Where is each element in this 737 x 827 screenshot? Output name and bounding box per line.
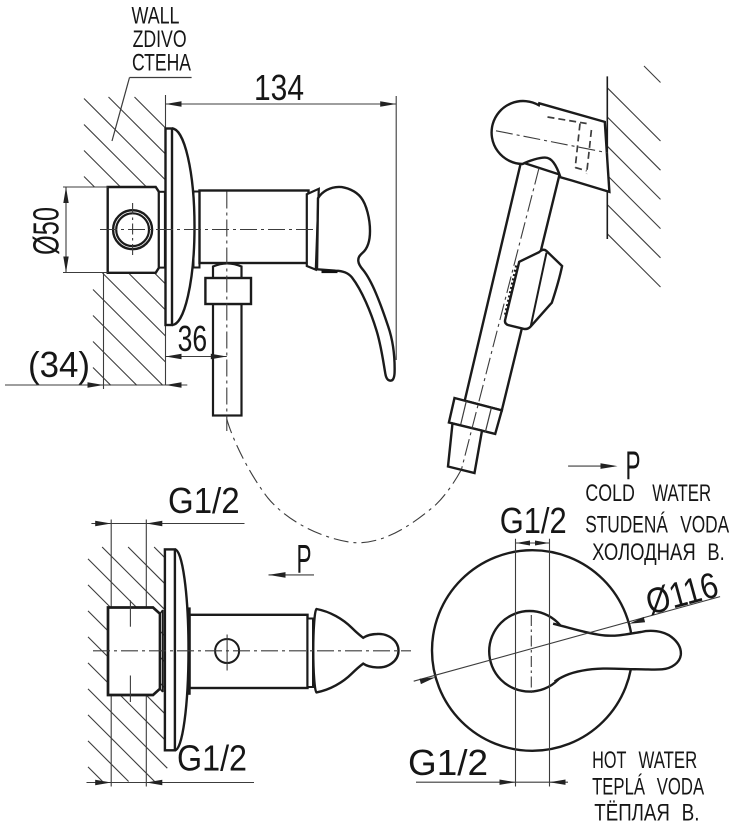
svg-text:G1/2: G1/2 [168,480,240,521]
svg-text:COLD: COLD [585,480,635,507]
svg-text:WATER: WATER [639,747,698,774]
svg-text:WATER: WATER [652,480,711,507]
svg-text:TEPLÁ: TEPLÁ [592,774,645,801]
svg-text:P: P [626,444,641,488]
svg-text:В.: В. [707,539,724,566]
svg-text:P: P [297,538,312,582]
svg-text:134: 134 [254,67,304,108]
svg-text:Ø50: Ø50 [26,207,67,255]
svg-text:(34): (34) [28,344,90,385]
svg-text:СТЕНА: СТЕНА [132,50,191,77]
svg-text:WALL: WALL [132,2,180,29]
svg-text:VODA: VODA [680,512,729,539]
svg-text:ХОЛОДНАЯ: ХОЛОДНАЯ [592,539,696,566]
svg-text:В.: В. [682,800,700,827]
svg-text:ZDIVO: ZDIVO [133,26,187,53]
svg-text:VODA: VODA [657,774,704,801]
svg-text:HOT: HOT [592,747,627,774]
svg-text:G1/2: G1/2 [500,500,567,541]
svg-text:STUDENÁ: STUDENÁ [585,512,668,539]
svg-text:ТЁПЛАЯ: ТЁПЛАЯ [594,800,670,827]
svg-text:36: 36 [178,318,208,359]
svg-text:G1/2: G1/2 [177,738,247,779]
svg-text:G1/2: G1/2 [408,742,488,783]
